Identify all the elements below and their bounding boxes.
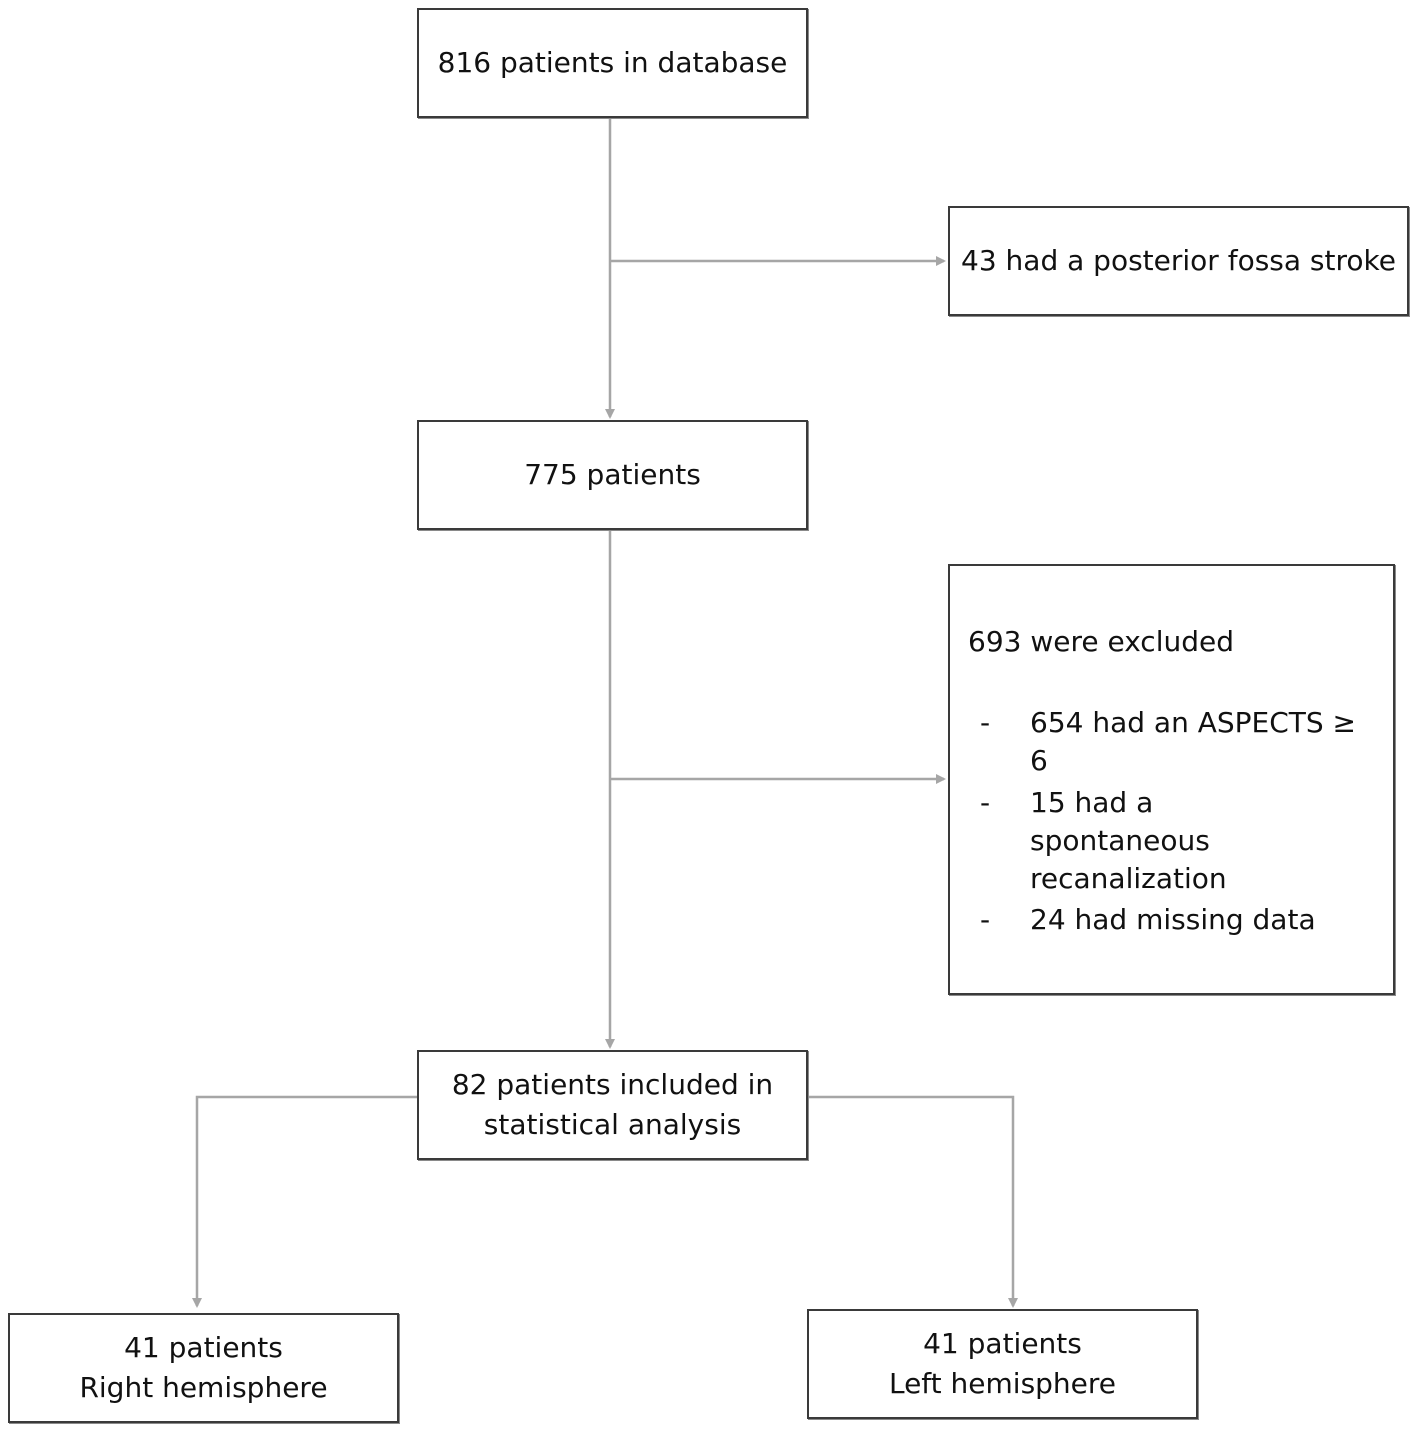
after-first-exclusion-box: 775 patients: [417, 420, 808, 530]
exclusion-item-aspects: 654 had an ASPECTS ≥ 6: [1030, 706, 1357, 777]
exclusions-title: 693 were excluded: [968, 625, 1234, 658]
right-hemisphere-box: 41 patients Right hemisphere: [8, 1313, 399, 1423]
included-box: 82 patients included in statistical anal…: [417, 1050, 808, 1160]
posterior-exclusion-label: 43 had a posterior fossa stroke: [961, 244, 1396, 277]
database-box: 816 patients in database: [417, 8, 808, 118]
arrow-to-right-hemisphere: [192, 1095, 417, 1308]
posterior-exclusion-box: 43 had a posterior fossa stroke: [948, 206, 1409, 316]
included-line-2: statistical analysis: [483, 1108, 742, 1141]
exclusion-item-missing-data: 24 had missing data: [1030, 903, 1316, 936]
after-first-exclusion-label: 775 patients: [524, 458, 701, 491]
bullet-dash: -: [980, 706, 991, 739]
right-group-label: Right hemisphere: [79, 1371, 328, 1404]
bullet-dash: -: [980, 786, 991, 819]
left-group-count: 41 patients: [923, 1327, 1082, 1360]
bullet-dash: -: [980, 903, 991, 936]
right-group-count: 41 patients: [124, 1331, 283, 1364]
arrow-to-left-hemisphere: [808, 1095, 1018, 1308]
database-label: 816 patients in database: [437, 46, 788, 79]
exclusion-item-recanalization: 15 had a spontaneous recanalization: [1030, 786, 1227, 895]
exclusions-box: 693 were excluded - 654 had an ASPECTS ≥…: [948, 564, 1395, 995]
left-hemisphere-box: 41 patients Left hemisphere: [807, 1309, 1198, 1419]
left-group-label: Left hemisphere: [888, 1367, 1117, 1400]
included-line-1: 82 patients included in: [451, 1068, 774, 1101]
